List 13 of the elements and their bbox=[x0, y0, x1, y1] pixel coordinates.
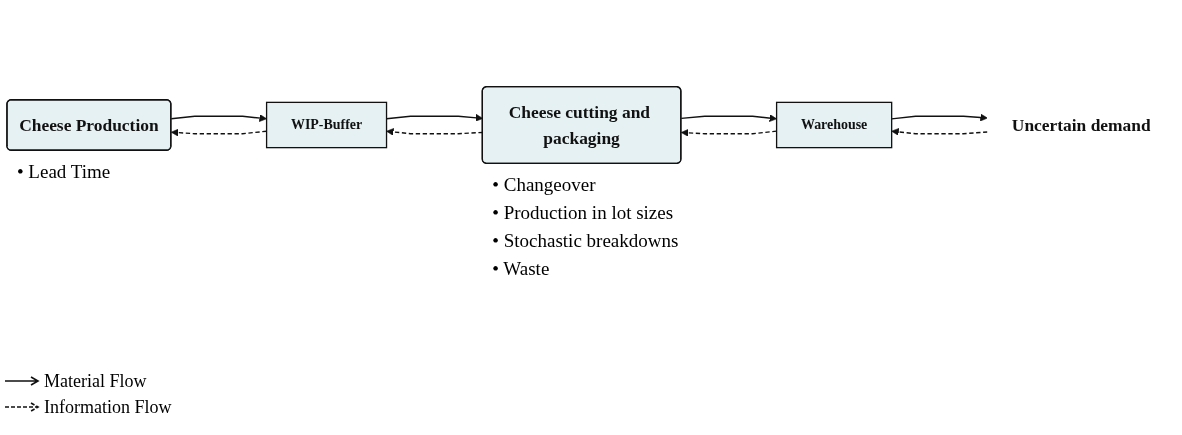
legend-text: Material Flow bbox=[44, 370, 147, 392]
bullet-note: • Production in lot sizes bbox=[492, 201, 675, 226]
bullet-note: • Lead Time bbox=[16, 160, 111, 185]
bullet-note: • Waste bbox=[492, 257, 551, 282]
node-box: WIP-Buffer bbox=[265, 101, 388, 149]
node-box: Warehouse bbox=[775, 101, 893, 149]
legend-text: Information Flow bbox=[44, 396, 172, 418]
node-text: Uncertain demand bbox=[1011, 115, 1151, 135]
arrow bbox=[891, 128, 989, 136]
bullet-note: • Changeover bbox=[492, 173, 597, 198]
arrow bbox=[680, 114, 777, 122]
arrow bbox=[170, 114, 267, 122]
bullet-note: • Stochastic breakdowns bbox=[492, 229, 679, 254]
